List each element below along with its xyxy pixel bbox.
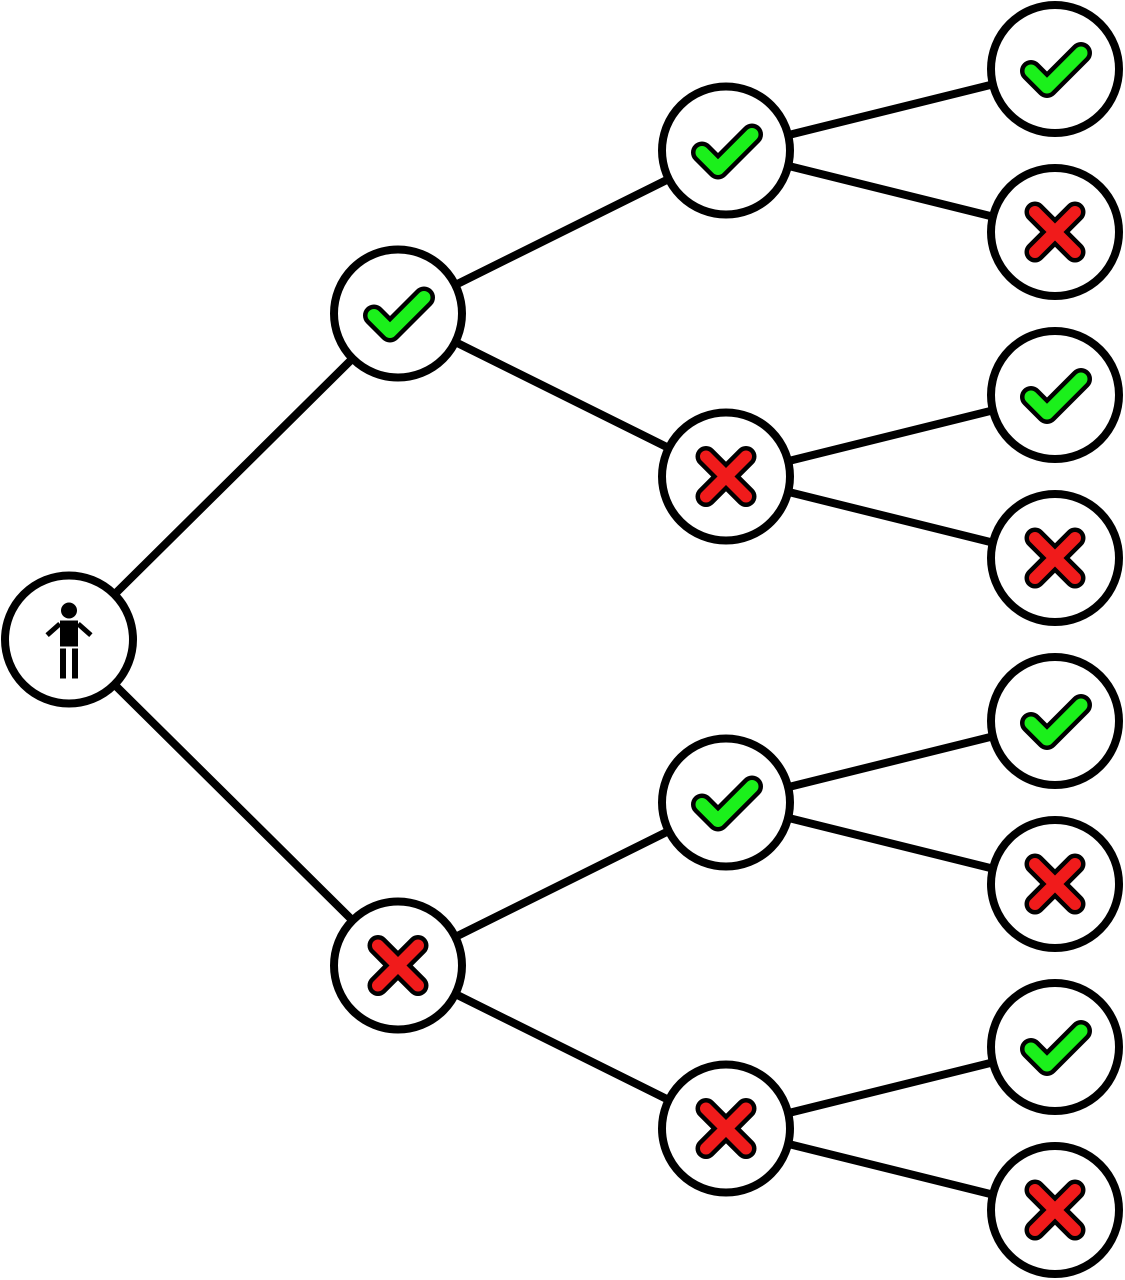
check-icon bbox=[1020, 42, 1092, 98]
root-node bbox=[1, 571, 137, 708]
cross-icon bbox=[1024, 201, 1086, 263]
success-node-0-0 bbox=[658, 82, 794, 219]
cross-icon bbox=[695, 446, 757, 507]
check-icon bbox=[691, 123, 763, 180]
failure-node-0-1 bbox=[658, 408, 794, 545]
failure-node-1-1 bbox=[658, 1060, 794, 1197]
check-icon bbox=[1020, 368, 1092, 424]
cross-icon bbox=[1024, 853, 1086, 915]
success-node-0-0-0 bbox=[987, 1, 1123, 137]
failure-node-1-0-1 bbox=[987, 816, 1123, 952]
edges-layer bbox=[65, 65, 1059, 1214]
check-icon bbox=[1020, 694, 1092, 750]
edge-root-to-0 bbox=[65, 309, 402, 644]
success-node-1-1-0 bbox=[987, 979, 1123, 1115]
failure-node-0-0-1 bbox=[987, 164, 1123, 300]
success-node-1-0-0 bbox=[987, 653, 1123, 789]
cross-icon bbox=[367, 935, 429, 996]
edge-root-to-1 bbox=[65, 635, 402, 970]
success-node-1-0 bbox=[658, 734, 794, 871]
success-node-0-1-0 bbox=[987, 327, 1123, 463]
cross-icon bbox=[1024, 527, 1086, 589]
failure-node-1-1-1 bbox=[987, 1142, 1123, 1278]
failure-node-0-1-1 bbox=[987, 490, 1123, 626]
check-icon bbox=[1020, 1020, 1092, 1076]
success-node-0 bbox=[330, 245, 466, 382]
failure-node-1 bbox=[330, 897, 466, 1034]
cross-icon bbox=[1024, 1179, 1086, 1241]
person-icon bbox=[45, 602, 93, 679]
cross-icon bbox=[695, 1098, 757, 1159]
check-icon bbox=[691, 775, 763, 832]
check-icon bbox=[363, 286, 435, 343]
